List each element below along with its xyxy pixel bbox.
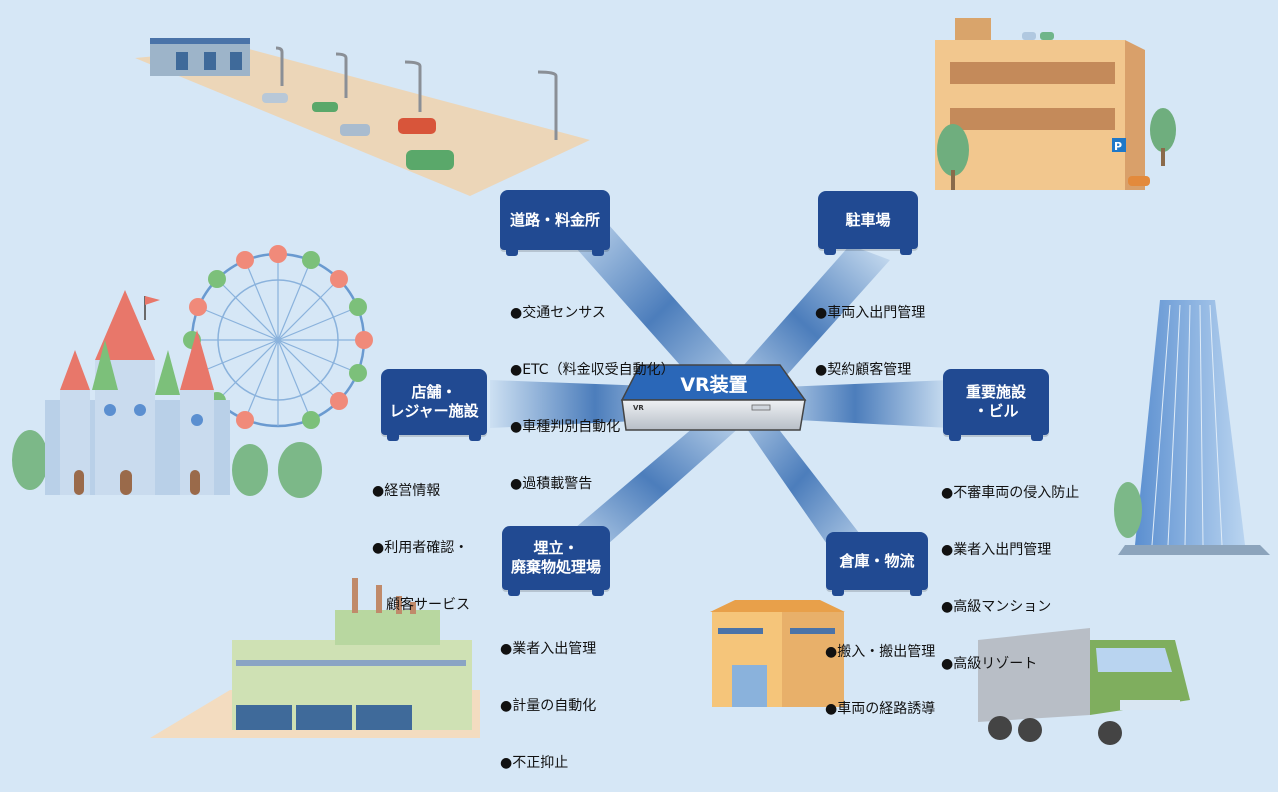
list-item: ●高級マンション [941,599,1052,615]
warehouse-icon [710,600,845,707]
list-parking: ●車両入出門管理 ●契約顧客管理 [815,266,925,399]
tag-landfill: 埋立・ 廃棄物処理場 [502,526,610,596]
device-label: VR装置 [680,374,748,396]
list-road: ●交通センサス ●ETC（料金収受自動化） ●車種判別自動化 ●過積載警告 ●排… [510,266,675,570]
list-item: ●交通センサス [510,305,606,321]
list-warehouse: ●搬入・搬出管理 ●車両の経路誘導 [825,605,935,738]
list-facility: ●不審車両の侵入防止 ●業者入出門管理 ●高級マンション ●高級リゾート [941,446,1079,693]
skyscraper-icon [1114,300,1270,555]
tag-warehouse: 倉庫・物流 [826,532,928,596]
list-item: ●不正抑止 [500,755,569,771]
list-item: ●業者入出管理 [500,641,597,657]
list-item: ●業者入出門管理 [941,542,1052,558]
list-item: ●計量の自動化 [500,698,597,714]
tag-parking: 駐車場 [818,191,918,255]
amusement-park-icon [12,245,373,498]
list-item: ●不審車両の侵入防止 [941,485,1080,501]
list-item: ●過積載警告 [510,476,593,492]
list-store: ●経営情報 ●利用者確認・ 顧客サービス [372,444,470,634]
list-item: ●利用者確認・ [372,540,469,556]
list-item: ●搬入・搬出管理 [825,644,936,660]
list-item: ●契約顧客管理 [815,362,912,378]
tag-facility: 重要施設 ・ビル [943,369,1049,441]
diagram: P [12,18,1270,771]
toll-road-icon [135,38,590,196]
tag-store: 店舗・ レジャー施設 [381,369,487,441]
tag-road: 道路・料金所 [500,190,610,256]
list-item: 顧客サービス [372,597,470,613]
svg-text:P: P [1114,140,1122,153]
parking-building-icon: P [935,18,1176,190]
list-landfill: ●業者入出管理 ●計量の自動化 ●不正抑止 [500,602,596,792]
device-small-label: VR [633,404,644,412]
list-item: ●車両入出門管理 [815,305,926,321]
truck-icon [978,628,1190,745]
list-item: ●ETC（料金収受自動化） [510,362,675,378]
list-item: ●車両の経路誘導 [825,701,936,717]
list-item: ●車種判別自動化 [510,419,621,435]
factory-icon [150,578,480,738]
list-item: ●経営情報 [372,483,441,499]
background-art: P [12,18,1270,745]
list-item: ●高級リゾート [941,656,1038,672]
vr-device [620,364,807,431]
